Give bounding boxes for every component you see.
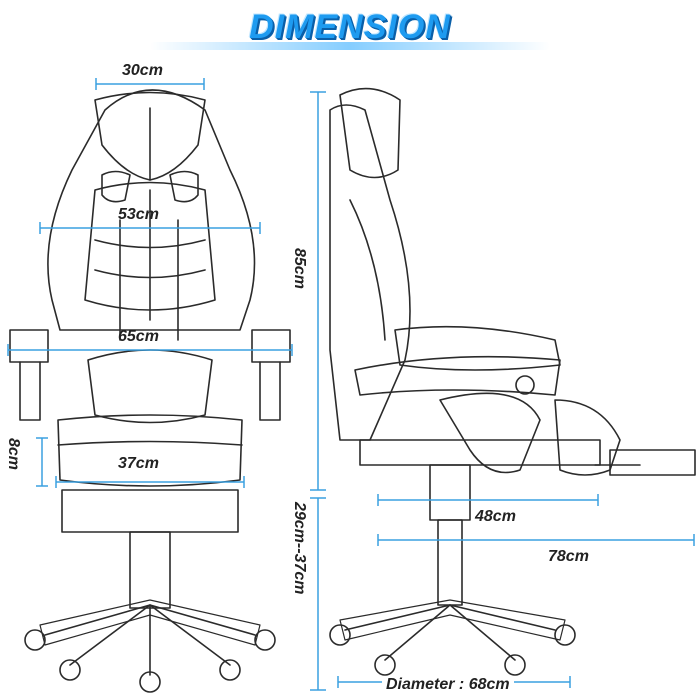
front-lumbar-pillow (87, 349, 213, 424)
front-right-armrest (251, 329, 291, 363)
front-star-base (44, 604, 256, 676)
side-gas-cylinder (437, 519, 463, 606)
front-gas-cylinder (129, 531, 171, 609)
base-diameter-label: Diameter : 68cm (382, 676, 514, 694)
front-back-panel (84, 181, 216, 311)
title-band: DIMENSION (150, 8, 550, 50)
cushion-thickness-label: 8cm (5, 438, 22, 471)
side-armrest (354, 355, 561, 396)
side-footrest (554, 399, 621, 476)
back-height-label: 85cm (291, 248, 308, 289)
seat-width-label: 37cm (118, 455, 159, 472)
front-view-chair (9, 89, 291, 693)
seat-depth-label: 48cm (475, 508, 516, 525)
seat-height-label: 29cm--37cm (291, 502, 308, 595)
side-backrest (329, 104, 411, 441)
front-left-armrest (9, 329, 49, 363)
side-view-chair (329, 87, 696, 676)
page-title: DIMENSION (249, 8, 451, 46)
side-headrest (339, 87, 401, 179)
title-glow (150, 42, 550, 50)
back-width-label: 53cm (118, 206, 159, 223)
total-depth-label: 78cm (548, 548, 589, 565)
front-headrest (94, 91, 206, 181)
side-seat (394, 325, 561, 371)
headrest-width-label: 30cm (122, 62, 163, 79)
armrest-width-label: 65cm (118, 328, 159, 345)
front-backrest (47, 89, 256, 331)
front-seat (57, 414, 243, 487)
side-star-base (344, 604, 556, 661)
